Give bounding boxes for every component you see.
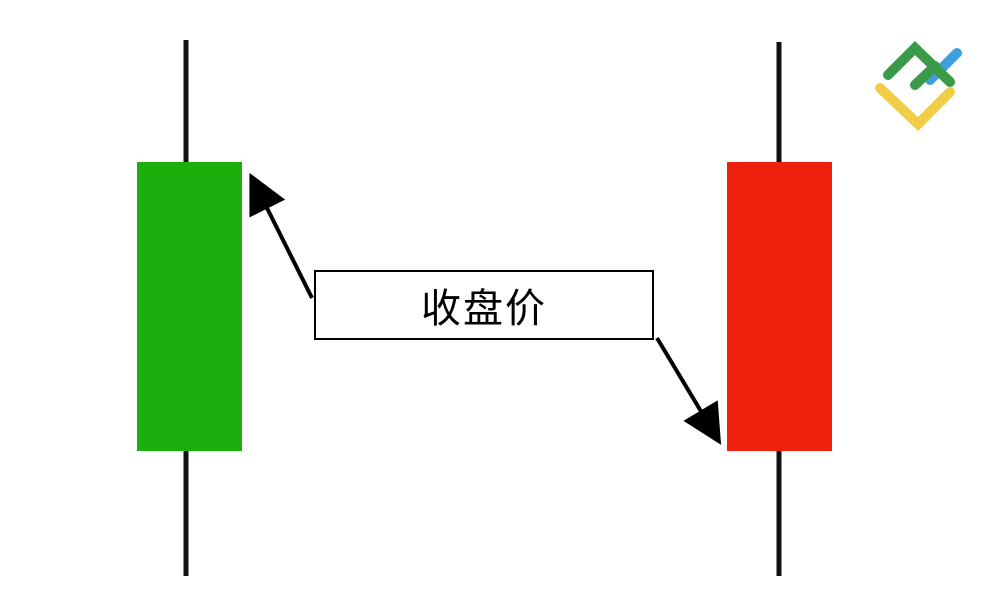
arrow-to-bearish-close xyxy=(655,336,722,445)
bearish-candle xyxy=(727,42,832,576)
closing-price-label: 收盘价 xyxy=(314,270,654,340)
bullish-candle xyxy=(137,40,242,576)
bearish-body xyxy=(727,162,832,451)
bullish-body xyxy=(137,162,242,451)
arrow-to-bullish-close xyxy=(249,172,314,299)
brand-logo-icon xyxy=(875,40,962,131)
